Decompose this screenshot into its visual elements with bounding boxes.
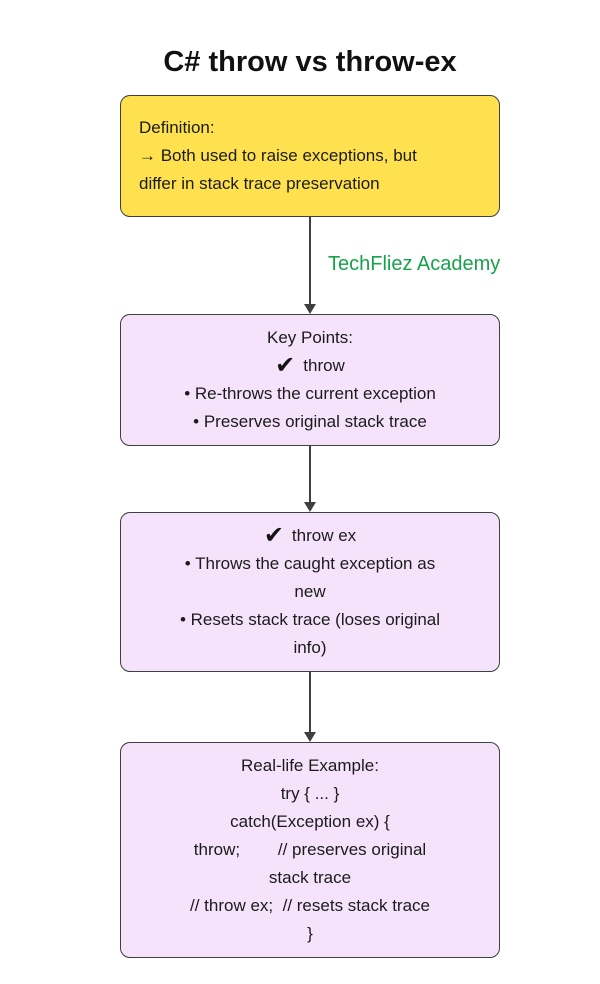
arrow-down-icon: [304, 217, 316, 314]
flowchart-canvas: C# throw vs throw-ex Definition: → Both …: [120, 0, 500, 958]
example-line-3: catch(Exception ex) {: [230, 812, 390, 831]
check-label: throw ex: [291, 526, 357, 545]
arrow-down-icon: [304, 672, 316, 742]
key-points-heading: Key Points:: [267, 328, 353, 347]
check-icon: ✔: [275, 352, 296, 379]
arrow-down-icon: [304, 446, 316, 512]
throw-ex-line-4: info): [293, 638, 327, 657]
throw-ex-line-3: • Resets stack trace (loses original: [179, 610, 441, 629]
key-points-bullet-2: • Preserves original stack trace: [193, 412, 427, 431]
arrow-shaft: [309, 217, 311, 304]
example-line-2: try { ... }: [280, 784, 340, 803]
key-points-bullet-1: • Re-throws the current exception: [184, 384, 436, 403]
arrow-shaft: [309, 446, 311, 502]
definition-line-2: → Both used to raise exceptions, but: [139, 146, 417, 165]
example-line-4: throw; // preserves original: [193, 840, 427, 859]
throw-ex-check-line: ✔ throw ex: [133, 522, 487, 550]
check-label: throw: [303, 356, 345, 375]
connector-keypoints-to-throwex: [120, 446, 500, 512]
key-points-node: Key Points: ✔ throw • Re-throws the curre…: [120, 314, 500, 446]
throw-ex-line-2: new: [294, 582, 326, 601]
connector-throwex-to-example: [120, 672, 500, 742]
throw-ex-line-1: • Throws the caught exception as: [184, 554, 436, 573]
arrow-head-icon: [304, 304, 316, 314]
diagram-title: C# throw vs throw-ex: [163, 46, 457, 78]
arrow-shaft: [309, 672, 311, 732]
key-points-check-line: ✔ throw: [133, 352, 487, 380]
example-line-7: }: [307, 924, 313, 943]
watermark-label: TechFliez Academy: [328, 253, 501, 275]
definition-line-1: Definition:: [139, 118, 215, 137]
example-node: Real-life Example: try { ... } catch(Exc…: [120, 742, 500, 958]
definition-node: Definition: → Both used to raise excepti…: [120, 95, 500, 217]
connector-definition-to-keypoints: TechFliez Academy: [120, 217, 500, 314]
check-icon: ✔: [263, 522, 284, 549]
arrow-head-icon: [304, 732, 316, 742]
example-line-6: // throw ex; // resets stack trace: [190, 896, 430, 915]
example-line-1: Real-life Example:: [241, 756, 379, 775]
example-line-5: stack trace: [268, 868, 352, 887]
arrow-head-icon: [304, 502, 316, 512]
definition-line-3: differ in stack trace preservation: [139, 174, 380, 193]
throw-ex-node: ✔ throw ex • Throws the caught exception …: [120, 512, 500, 672]
